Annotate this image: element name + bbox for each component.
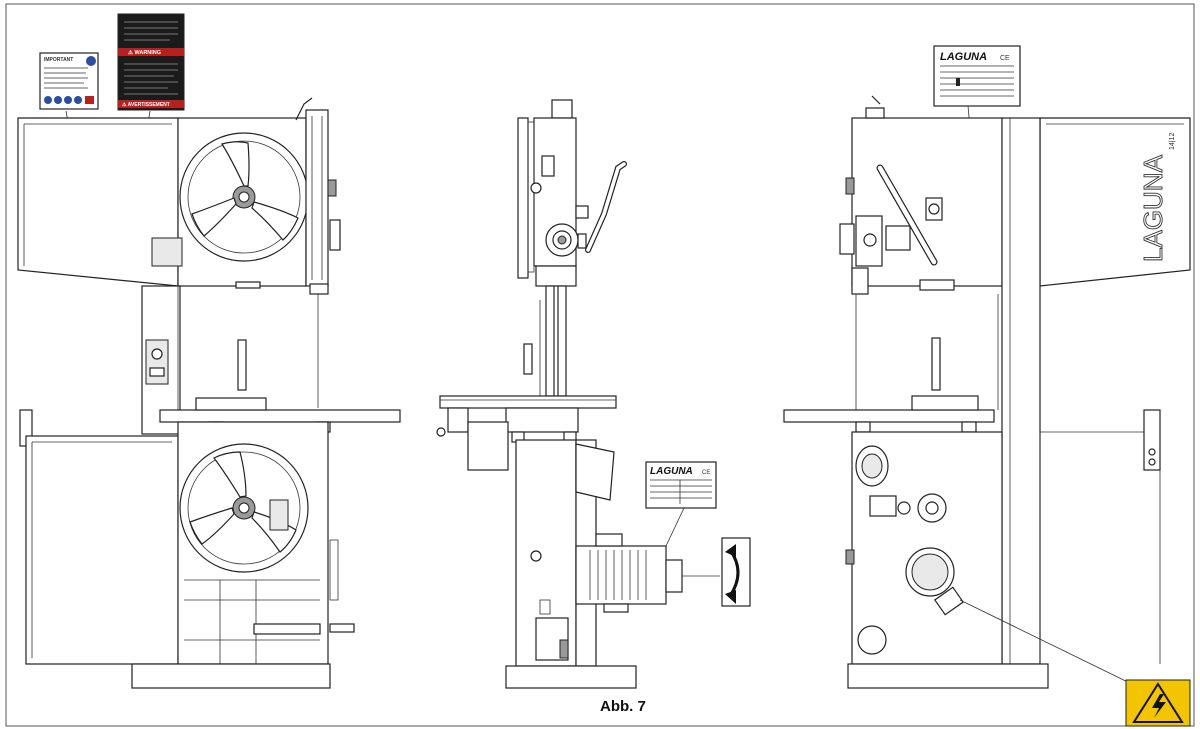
rotation-arrow-icon <box>721 537 751 607</box>
svg-text:⚠ AVERTISSEMENT: ⚠ AVERTISSEMENT <box>122 102 170 108</box>
svg-text:IMPORTANT: IMPORTANT <box>44 57 73 63</box>
left-base <box>131 663 331 689</box>
important-label-icon: IMPORTANT <box>39 52 99 110</box>
lower-door <box>25 435 179 665</box>
electric-hazard-icon <box>1125 679 1191 727</box>
svg-text:⚠ WARNING: ⚠ WARNING <box>128 49 161 56</box>
upper-wheel <box>179 132 309 262</box>
rating-plate-icon: LAGUNA CE <box>645 461 717 547</box>
svg-text:LAGUNA: LAGUNA <box>650 466 693 477</box>
rear-table <box>783 409 995 423</box>
right-view-rear: LAGUNA CE LAGUNA 14|12 <box>783 45 1191 691</box>
left-view-front: IMPORTANT ⚠ WARNING ⚠ AVERTISSEMENT <box>17 13 401 689</box>
rear-column <box>1001 117 1041 665</box>
svg-text:CE: CE <box>702 470 710 476</box>
middle-table <box>439 395 617 409</box>
warning-label-icon: ⚠ WARNING ⚠ AVERTISSEMENT <box>117 13 185 111</box>
middle-base <box>505 665 637 689</box>
figure-frame <box>5 3 1195 727</box>
left-table <box>159 409 401 423</box>
motor <box>575 533 720 613</box>
svg-text:LAGUNA: LAGUNA <box>940 51 987 63</box>
lower-wheel <box>179 443 309 573</box>
figure-caption: Abb. 7 <box>600 698 646 715</box>
side-logo-text: LAGUNA <box>1138 154 1168 262</box>
svg-text:14|12: 14|12 <box>1169 133 1176 150</box>
rating-plate-icon: LAGUNA CE <box>933 45 1021 259</box>
middle-view-side: LAGUNA CE <box>436 99 751 689</box>
svg-text:CE: CE <box>1000 55 1010 62</box>
rear-base <box>847 663 1049 689</box>
